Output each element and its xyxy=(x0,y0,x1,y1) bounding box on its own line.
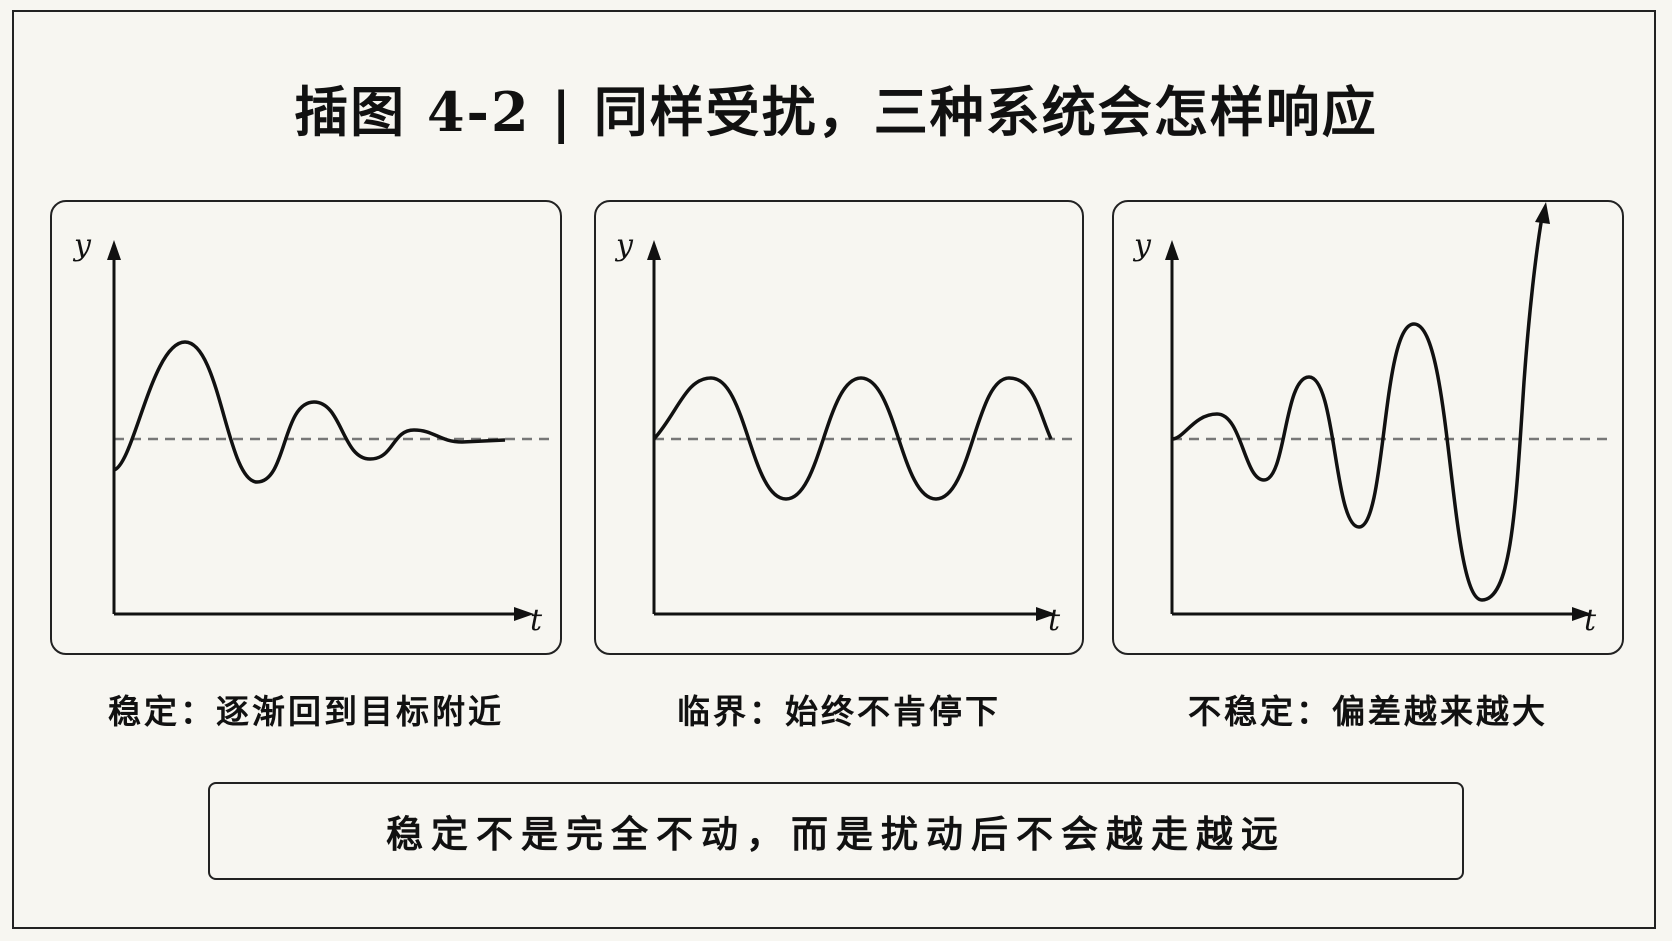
y-axis-arrow-icon xyxy=(1165,240,1179,260)
y-axis-arrow-icon xyxy=(647,240,661,260)
x-axis-arrow-icon xyxy=(514,607,534,621)
panel-critical: y t xyxy=(594,200,1084,655)
y-axis-label: y xyxy=(72,228,92,263)
panel-stable: y t xyxy=(50,200,562,655)
stable-response-curve xyxy=(113,340,506,484)
critical-response-curve xyxy=(652,376,1053,501)
panel-unstable: y t xyxy=(1112,200,1624,655)
stable-response-plot: y t xyxy=(72,228,552,638)
unstable-response-curve xyxy=(1171,216,1544,602)
y-axis-label: y xyxy=(614,228,634,263)
y-axis-label: y xyxy=(1132,228,1152,263)
x-axis-arrow-icon xyxy=(1572,607,1592,621)
caption-stable: 稳定：逐渐回到目标附近 xyxy=(108,692,504,731)
unstable-response-plot: y t xyxy=(1132,202,1614,638)
x-axis-label: t xyxy=(530,603,543,638)
summary-text: 稳定不是完全不动，而是扰动后不会越走越远 xyxy=(386,812,1286,856)
x-axis-label: t xyxy=(1584,603,1597,638)
caption-unstable: 不稳定：偏差越来越大 xyxy=(1188,692,1548,731)
figure-title: 插图 4-2 | 同样受扰，三种系统会怎样响应 xyxy=(294,80,1378,144)
critical-response-plot: y t xyxy=(614,228,1076,638)
x-axis-arrow-icon xyxy=(1036,607,1056,621)
divergence-arrow-icon xyxy=(1535,202,1550,224)
y-axis-arrow-icon xyxy=(107,240,121,260)
x-axis-label: t xyxy=(1048,603,1061,638)
caption-critical: 临界：始终不肯停下 xyxy=(677,692,1001,731)
summary-box: 稳定不是完全不动，而是扰动后不会越走越远 xyxy=(208,782,1464,880)
